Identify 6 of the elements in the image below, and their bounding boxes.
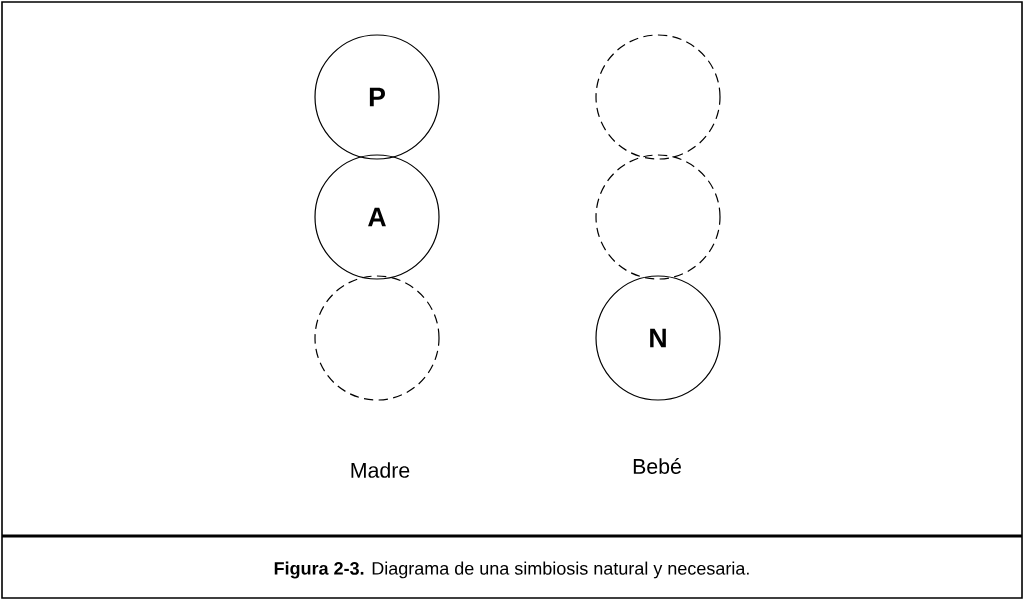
column-label: Bebé — [633, 458, 681, 474]
column-label: Madre — [351, 462, 410, 478]
caption: Figura 2-3. Diagrama de una simbiosis natural y necesaria. — [274, 561, 749, 579]
dashed-circle — [595, 154, 721, 280]
dashed-circle — [595, 34, 721, 160]
dashed-circle — [314, 275, 440, 401]
